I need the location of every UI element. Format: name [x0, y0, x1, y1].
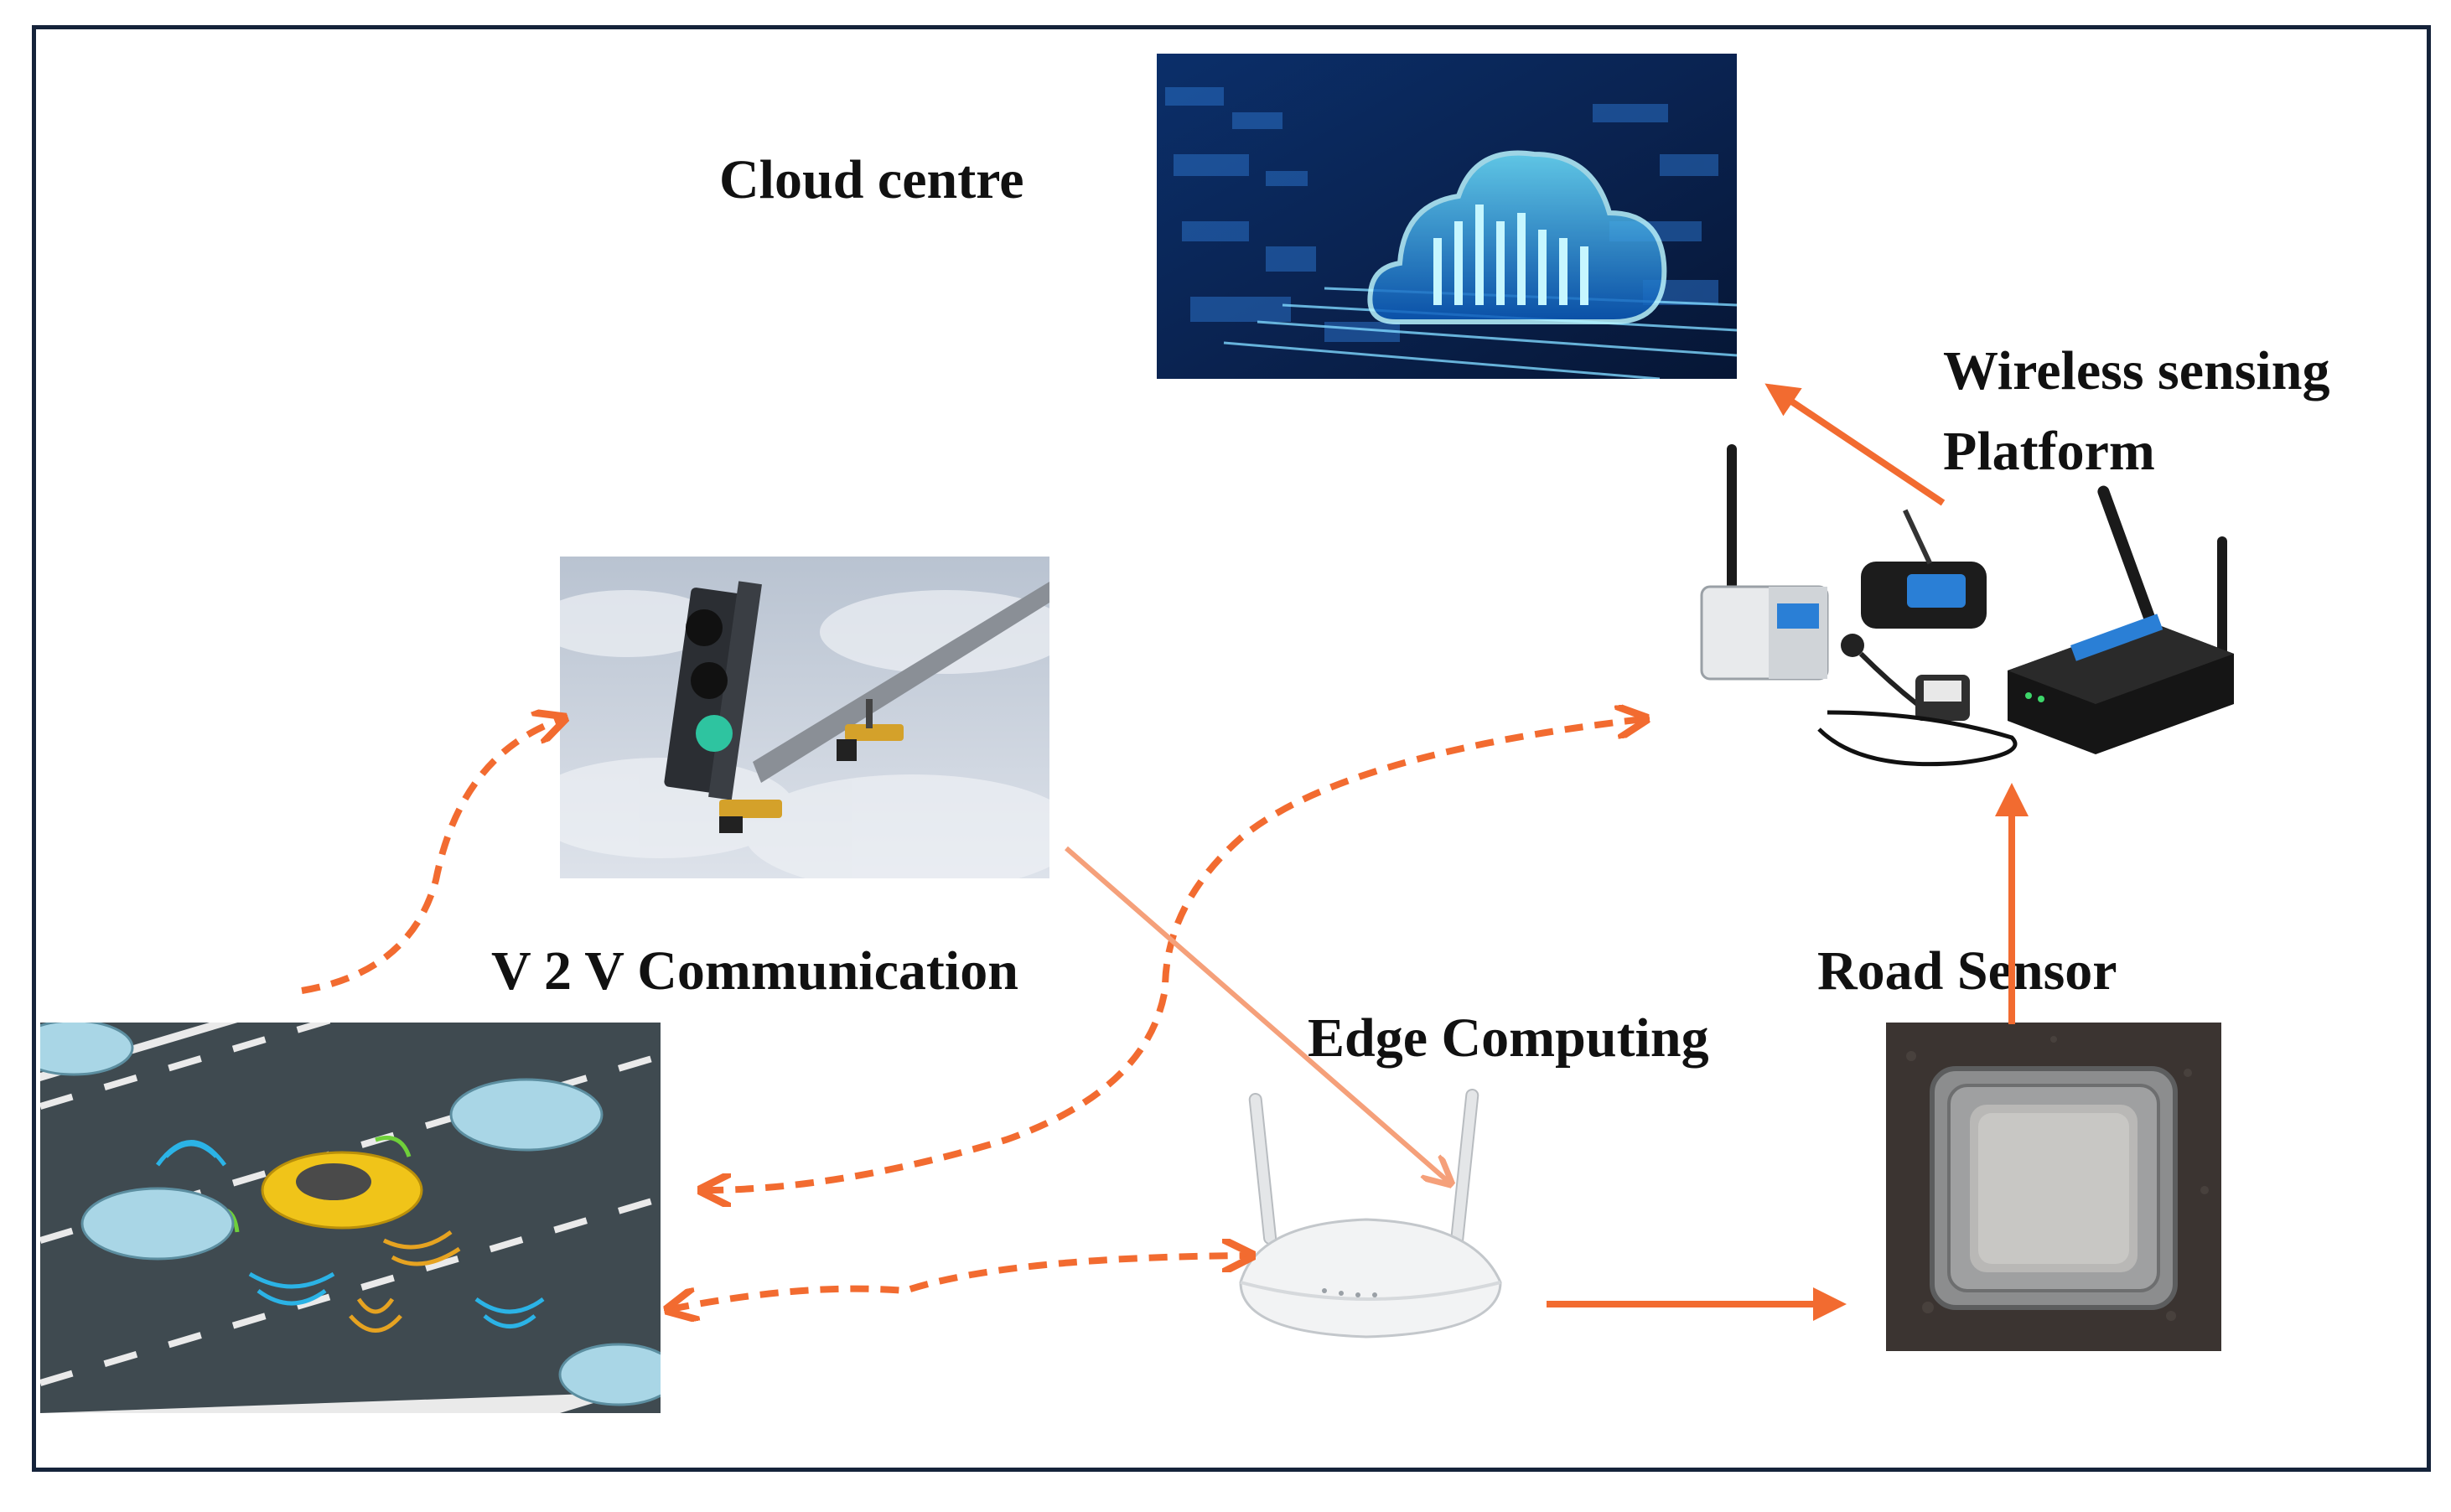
cloud-centre-image	[1157, 54, 1737, 379]
diagram-frame	[32, 25, 2431, 1472]
cloud-centre-label: Cloud centre	[719, 149, 1024, 210]
arrow-platform-to-cloud	[1764, 383, 1946, 506]
road-sensor-image	[1886, 1023, 2221, 1351]
arrow-vehicles-to-traffic-light	[301, 719, 562, 994]
wireless-platform-label-line2: Platform	[1943, 421, 2155, 482]
arrow-platform-to-vehicles	[704, 719, 1643, 1190]
connected-vehicles-image	[40, 1023, 661, 1413]
wireless-platform-label-line1: Wireless sensing	[1943, 340, 2330, 401]
road-sensor-label: Road Sensor	[1817, 940, 2117, 1002]
wireless-sensor-devices-image	[1676, 436, 2246, 805]
arrow-traffic-light-to-router	[1065, 846, 1448, 1182]
arrow-vehicles-router	[671, 1256, 1249, 1309]
